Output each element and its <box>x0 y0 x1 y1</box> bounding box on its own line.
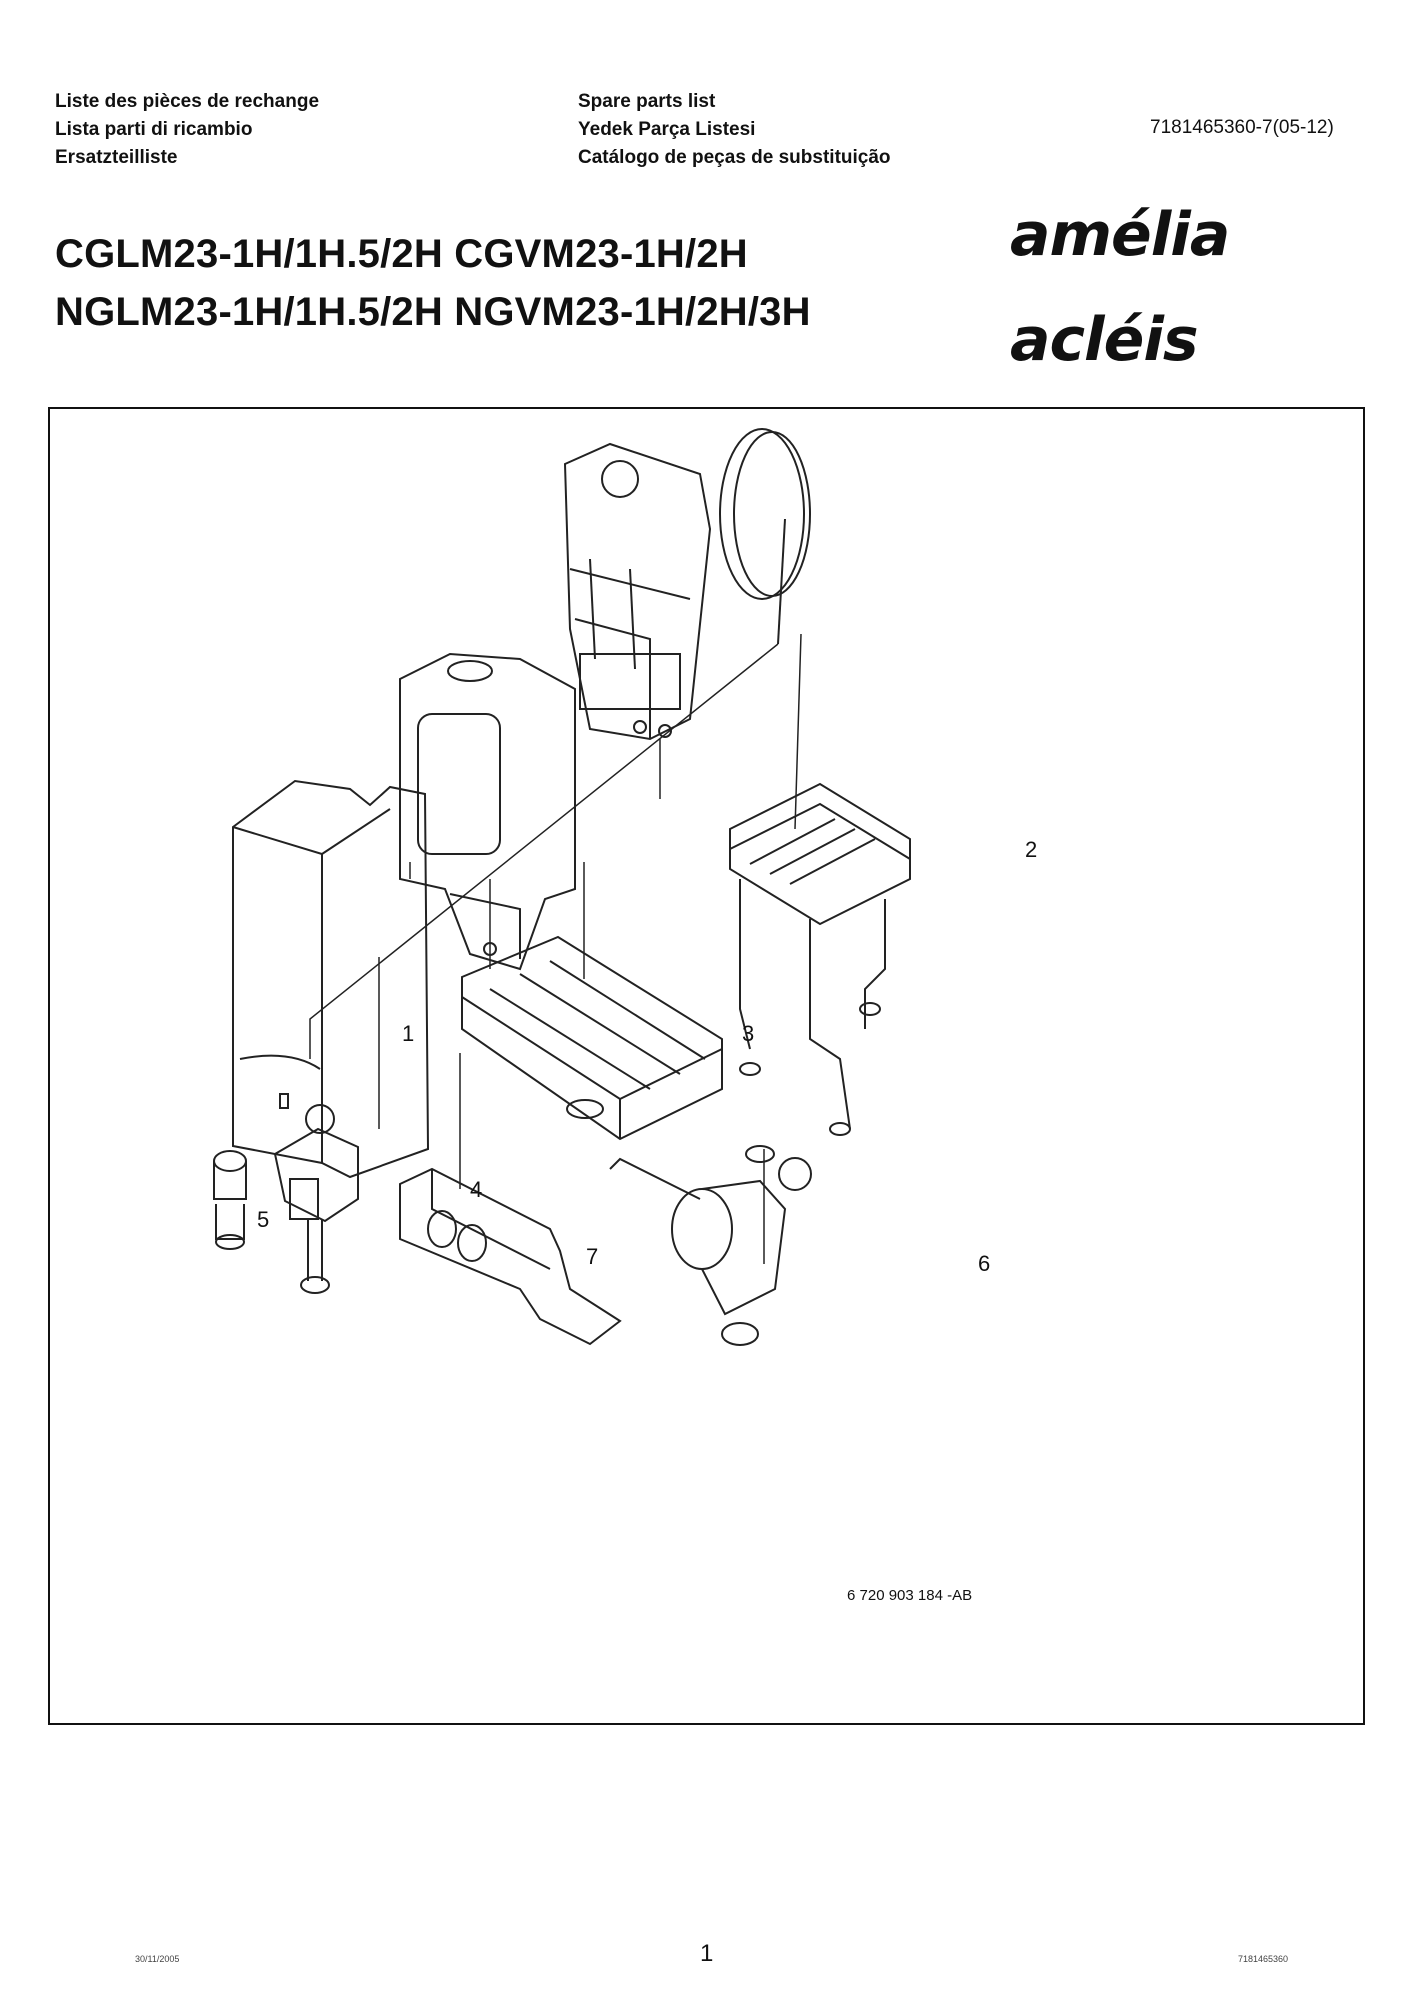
callout-leaders <box>378 633 802 1264</box>
chassis-frame-drawing <box>563 442 712 741</box>
model-line: NGLM23-1H/1H.5/2H NGVM23-1H/2H/3H <box>55 290 811 334</box>
exploded-view-drawing <box>213 428 911 1346</box>
header-line: Liste des pièces de rechange <box>55 91 320 112</box>
gas-valve-drawing <box>273 1104 359 1294</box>
expansion-vessel-drawing <box>719 428 811 645</box>
footer-document-number: 7181465360 <box>1238 1954 1289 1964</box>
casing-panel-drawing <box>232 779 430 1179</box>
brand-logo-acleis: acléis <box>1010 305 1199 375</box>
burner-drawing <box>461 935 723 1141</box>
document-code: 7181465360-7(05-12) <box>1150 117 1334 138</box>
boiler-body-drawing <box>399 652 576 971</box>
heat-exchanger-drawing <box>729 782 911 1136</box>
brand-logo-amelia: amélia <box>1010 200 1230 270</box>
header-languages-left: Liste des pièces de rechange Lista parti… <box>55 88 319 172</box>
figure-reference: 6 720 903 184 -AB <box>847 1587 973 1604</box>
callout-label: 2 <box>1025 837 1038 862</box>
callout-label: 5 <box>257 1207 270 1232</box>
callout-label: 1 <box>402 1021 415 1046</box>
header-line: Lista parti di ricambio <box>55 119 253 140</box>
header-line: Catálogo de peças de substituição <box>578 147 891 168</box>
header-line: Yedek Parça Listesi <box>578 119 756 140</box>
pump-drawing <box>609 1145 812 1346</box>
exploded-view-figure: 1 2 3 4 5 6 7 6 720 903 184 -AB <box>48 407 1365 1725</box>
model-line: CGLM23-1H/1H.5/2H CGVM23-1H/2H <box>55 232 748 276</box>
assembly-guide-line <box>309 643 779 1059</box>
header-line: Spare parts list <box>578 91 716 112</box>
control-box-drawing <box>399 1167 622 1346</box>
callout-label: 7 <box>586 1244 599 1269</box>
page-number: 1 <box>700 1940 714 1967</box>
header-languages-middle: Spare parts list Yedek Parça Listesi Cat… <box>578 88 891 172</box>
callout-label: 6 <box>978 1251 991 1276</box>
header-line: Ersatzteilliste <box>55 147 178 168</box>
footer-date: 30/11/2005 <box>135 1954 180 1964</box>
callout-label: 3 <box>742 1021 755 1046</box>
connector-fitting-drawing <box>213 1150 247 1250</box>
callout-label: 4 <box>470 1177 483 1202</box>
